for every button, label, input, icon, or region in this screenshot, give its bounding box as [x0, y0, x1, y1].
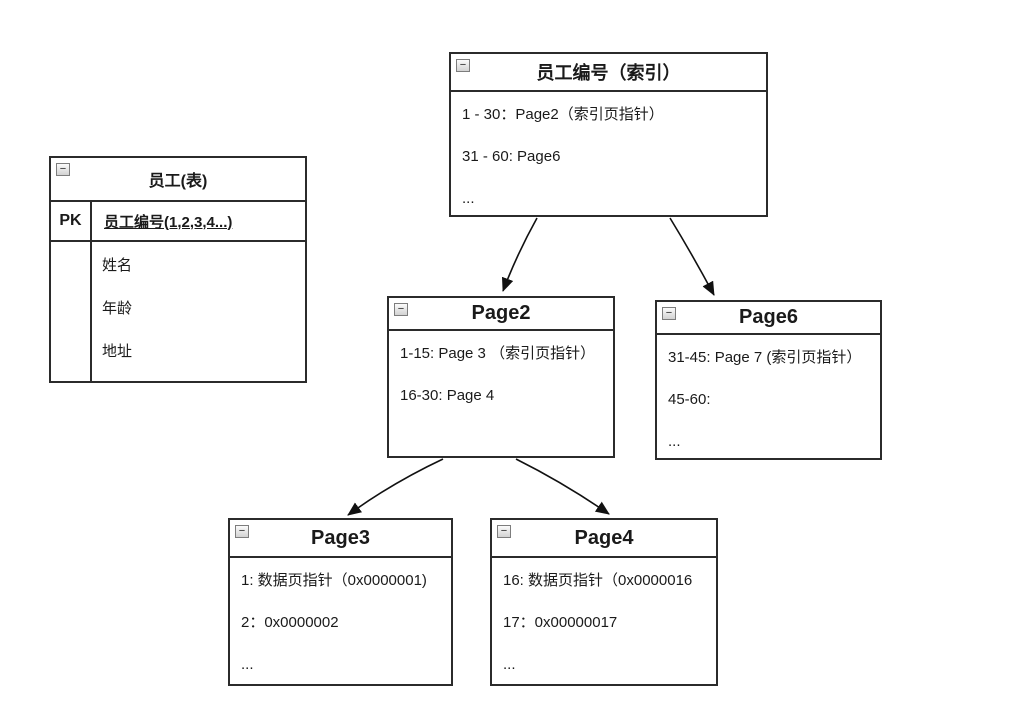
- index-entry: 1 - 30：Page2（索引页指针）: [462, 106, 664, 123]
- collapse-icon[interactable]: −: [394, 303, 408, 316]
- primary-key-row: PK 员工编号(1,2,3,4...): [51, 202, 305, 242]
- page2-entry: 16-30: Page 4: [400, 387, 495, 404]
- page2-titlebar: − Page2: [389, 298, 613, 331]
- page2-title: Page2: [471, 302, 531, 324]
- collapse-icon[interactable]: −: [56, 163, 70, 176]
- index-box-title: 员工编号（索引）: [536, 63, 681, 83]
- page6-box: − Page6 31-45: Page 7 (索引页指针） 45-60: ...: [655, 300, 882, 460]
- page4-entry: 17：0x00000017: [503, 614, 618, 631]
- page4-entry: 16: 数据页指针（0x0000016: [503, 572, 693, 589]
- page4-body: 16: 数据页指针（0x0000016 17：0x00000017 ...: [492, 558, 716, 684]
- page6-body: 31-45: Page 7 (索引页指针） 45-60: ...: [657, 335, 880, 458]
- index-box-titlebar: − 员工编号（索引）: [451, 54, 766, 92]
- page6-entry: 31-45: Page 7 (索引页指针）: [668, 349, 862, 366]
- page2-box: − Page2 1-15: Page 3 （索引页指针） 16-30: Page…: [387, 296, 615, 458]
- page2-body: 1-15: Page 3 （索引页指针） 16-30: Page 4: [389, 331, 613, 456]
- page3-box: − Page3 1: 数据页指针（0x0000001) 2：0x0000002 …: [228, 518, 453, 686]
- page2-entry: 1-15: Page 3 （索引页指针）: [400, 345, 596, 362]
- page3-entry: ...: [241, 656, 254, 673]
- page4-entry: ...: [503, 656, 516, 673]
- collapse-icon[interactable]: −: [456, 59, 470, 72]
- index-entry: ...: [462, 190, 475, 207]
- page4-box: − Page4 16: 数据页指针（0x0000016 17：0x0000001…: [490, 518, 718, 686]
- employee-field: 年龄: [102, 300, 133, 317]
- page6-titlebar: − Page6: [657, 302, 880, 335]
- employee-field: 地址: [102, 343, 133, 360]
- edge-page2-to-page3: [347, 458, 444, 516]
- employee-table-body: 姓名 年龄 地址: [51, 242, 305, 381]
- edge-page2-to-page4: [515, 458, 610, 515]
- page3-titlebar: − Page3: [230, 520, 451, 558]
- index-box-body: 1 - 30：Page2（索引页指针） 31 - 60: Page6 ...: [451, 92, 766, 215]
- page3-title: Page3: [311, 526, 370, 549]
- page3-entry: 1: 数据页指针（0x0000001): [241, 572, 427, 589]
- page3-entry: 2：0x0000002: [241, 614, 339, 631]
- collapse-icon[interactable]: −: [662, 307, 676, 320]
- page6-entry: 45-60:: [668, 391, 711, 408]
- edge-index-to-page6: [669, 217, 715, 296]
- page6-title: Page6: [739, 306, 798, 328]
- edge-index-to-page2: [501, 217, 538, 292]
- employee-table-box: − 员工(表) PK 员工编号(1,2,3,4...) 姓名 年龄 地址: [49, 156, 307, 383]
- index-box: − 员工编号（索引） 1 - 30：Page2（索引页指针） 31 - 60: …: [449, 52, 768, 217]
- collapse-icon[interactable]: −: [497, 525, 511, 538]
- pk-field: 员工编号(1,2,3,4...): [104, 213, 233, 231]
- employee-table-title: 员工(表): [148, 173, 208, 190]
- pk-label: PK: [51, 202, 92, 240]
- page3-body: 1: 数据页指针（0x0000001) 2：0x0000002 ...: [230, 558, 451, 684]
- page6-entry: ...: [668, 433, 681, 450]
- collapse-icon[interactable]: −: [235, 525, 249, 538]
- page4-title: Page4: [574, 526, 634, 549]
- page4-titlebar: − Page4: [492, 520, 716, 558]
- employee-field: 姓名: [102, 257, 133, 274]
- employee-table-titlebar: − 员工(表): [51, 158, 305, 202]
- employee-field-list: 姓名 年龄 地址: [92, 242, 305, 381]
- employee-table-left-gutter: [51, 242, 92, 381]
- index-entry: 31 - 60: Page6: [462, 148, 561, 165]
